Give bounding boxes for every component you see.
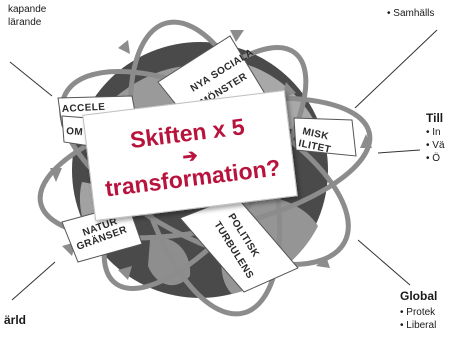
- label-bottom-left: ärld: [4, 313, 27, 327]
- arrowhead-4: [50, 168, 62, 182]
- orbit-arrowheads: [50, 30, 372, 280]
- right-arrow-icon: ➔: [181, 144, 199, 167]
- arrowhead-7: [230, 30, 244, 42]
- connector-mid-right: [377, 149, 421, 154]
- label-mid-right-title: Till: [426, 111, 444, 125]
- connector-top-left: [9, 61, 53, 97]
- connector-bottom-left: [11, 261, 56, 301]
- ribbon-label-left-top: ACCELE: [62, 102, 106, 115]
- connector-lines: [9, 29, 438, 301]
- connector-bottom-right: [357, 239, 411, 286]
- label-mid-right-bullet-1: • In: [426, 127, 441, 138]
- ribbon-label-left-mid: OM: [66, 126, 84, 138]
- label-bottom-right-bullet-1: • Protek: [400, 307, 436, 318]
- arrowhead-2: [360, 134, 372, 148]
- ribbon-right: [293, 117, 357, 157]
- label-bottom-right-bullet-2: • Liberal: [400, 320, 437, 331]
- label-top-left-line2: lärande: [8, 17, 42, 28]
- arrowhead-6: [118, 40, 130, 54]
- label-bottom-right-title: Global: [400, 289, 438, 303]
- connector-top-right: [354, 29, 438, 109]
- arrowhead-3: [316, 256, 330, 268]
- label-top-left-line1: kapande: [8, 4, 47, 15]
- label-mid-right-bullet-3: • Ö: [426, 153, 441, 164]
- arrowhead-5: [118, 266, 132, 280]
- label-top-right: • Samhälls: [387, 8, 435, 19]
- ribbon-label-right-1: MISK: [301, 126, 330, 142]
- arrowhead-1: [282, 82, 296, 98]
- label-mid-right-bullet-2: • Vä: [426, 140, 445, 151]
